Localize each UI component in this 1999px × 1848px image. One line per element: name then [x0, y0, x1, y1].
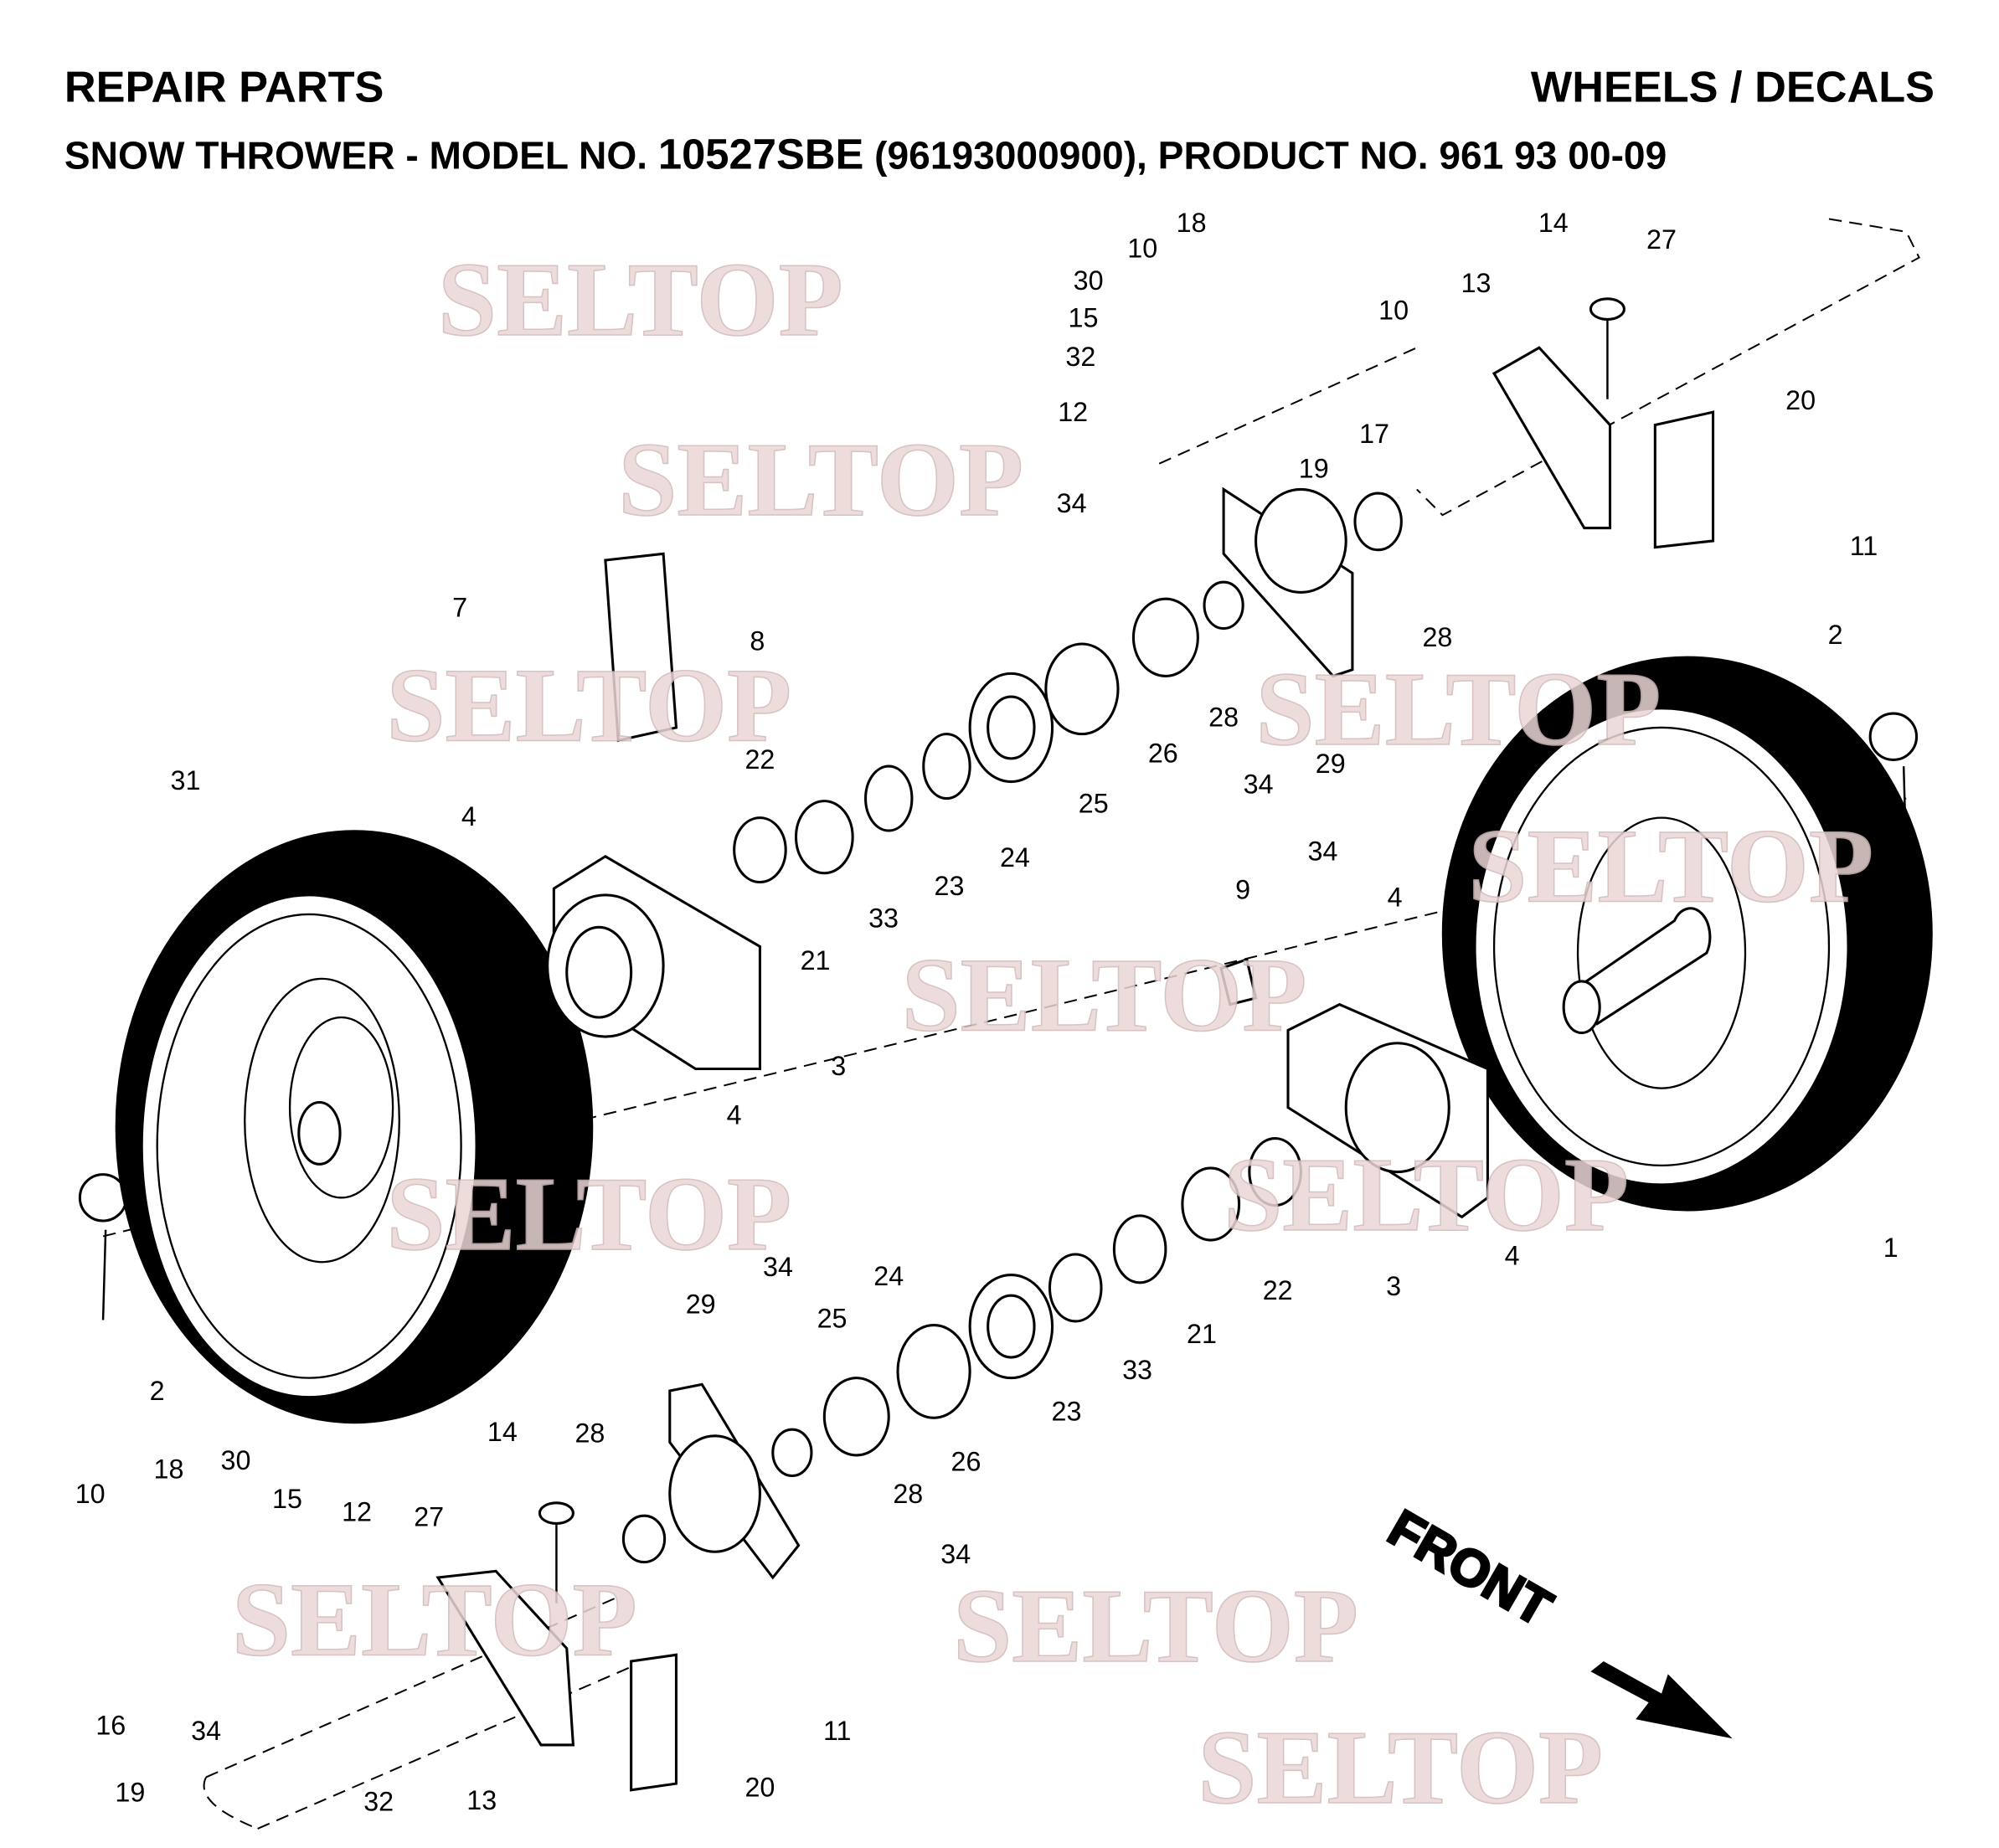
callout-part-31: 31 — [171, 765, 201, 795]
watermark-text: SELTOP — [1256, 651, 1662, 768]
callout-part-4: 4 — [1388, 883, 1403, 913]
callout-part-11: 11 — [1850, 531, 1878, 561]
right-wheel-tire — [1441, 656, 1933, 1212]
hitch-pins — [78, 712, 1919, 1320]
callout-part-18: 18 — [1177, 208, 1207, 238]
callout-part-7: 7 — [452, 593, 467, 623]
callout-part-15: 15 — [1069, 303, 1099, 333]
callout-part-24: 24 — [1000, 842, 1030, 873]
callout-part-12: 12 — [342, 1496, 372, 1526]
callout-part-14: 14 — [487, 1417, 518, 1447]
left-gear-housing — [546, 854, 761, 1071]
watermark-text: SELTOP — [618, 422, 1023, 538]
callout-part-27: 27 — [1646, 224, 1677, 255]
callout-part-13: 13 — [1461, 268, 1492, 298]
callout-part-21: 21 — [1187, 1319, 1217, 1349]
front-label: FRONT — [1378, 1499, 1561, 1638]
callout-part-2: 2 — [1828, 620, 1843, 650]
callout-part-30: 30 — [221, 1445, 251, 1475]
callout-part-34: 34 — [1057, 488, 1087, 518]
left-wheel-tire — [115, 830, 594, 1424]
callout-part-29: 29 — [1316, 749, 1346, 779]
axle-components — [435, 297, 1715, 1792]
callout-part-29: 29 — [686, 1289, 716, 1320]
callout-part-18: 18 — [154, 1454, 184, 1485]
right-gear-housing — [1286, 1002, 1489, 1219]
callout-part-13: 13 — [466, 1785, 497, 1815]
callout-part-34: 34 — [1244, 769, 1274, 799]
model-number: 10527SBE — [658, 130, 863, 178]
callout-part-11: 11 — [823, 1716, 852, 1746]
watermark-text: SELTOP — [953, 1568, 1358, 1685]
callout-part-9: 9 — [1235, 875, 1250, 905]
callout-part-10: 10 — [1378, 295, 1409, 325]
callout-part-28: 28 — [1208, 702, 1239, 732]
callout-part-14: 14 — [1538, 208, 1569, 238]
callout-part-19: 19 — [1299, 454, 1329, 484]
callout-part-26: 26 — [1148, 738, 1178, 768]
callout-part-34: 34 — [940, 1539, 971, 1569]
callout-part-34: 34 — [191, 1716, 221, 1746]
callout-part-1: 1 — [1883, 1233, 1899, 1263]
callout-part-3: 3 — [1386, 1271, 1401, 1301]
callout-part-16: 16 — [95, 1711, 126, 1741]
callout-part-23: 23 — [1052, 1396, 1082, 1426]
callout-part-33: 33 — [868, 903, 899, 933]
callout-part-32: 32 — [1065, 342, 1095, 372]
callout-part-25: 25 — [1079, 788, 1109, 818]
callout-part-24: 24 — [873, 1261, 904, 1291]
callout-part-28: 28 — [1422, 622, 1452, 652]
watermark-text: SELTOP — [1224, 1137, 1629, 1253]
callout-part-12: 12 — [1058, 397, 1088, 427]
callout-part-3: 3 — [831, 1051, 846, 1081]
callout-part-4: 4 — [461, 801, 477, 831]
callout-part-30: 30 — [1074, 265, 1104, 296]
watermark-text: SELTOP — [232, 1562, 637, 1678]
callout-part-17: 17 — [1359, 419, 1389, 449]
subtitle: SNOW THROWER - MODEL NO. 10527SBE (96193… — [64, 130, 1667, 178]
callout-part-27: 27 — [414, 1502, 444, 1532]
watermark-text: SELTOP — [1468, 809, 1873, 925]
callout-part-22: 22 — [744, 744, 775, 775]
callout-part-34: 34 — [1308, 836, 1338, 866]
callout-part-20: 20 — [744, 1772, 775, 1802]
callout-part-28: 28 — [574, 1418, 605, 1449]
callout-part-21: 21 — [801, 945, 831, 975]
callout-part-22: 22 — [1263, 1275, 1293, 1305]
callout-part-32: 32 — [363, 1786, 394, 1816]
callout-part-26: 26 — [951, 1446, 981, 1476]
subtitle-prefix: SNOW THROWER - MODEL NO. — [64, 133, 658, 177]
watermark-text: SELTOP — [386, 647, 791, 764]
watermark-text: SELTOP — [438, 242, 843, 358]
callout-part-8: 8 — [750, 626, 765, 656]
watermark-text: SELTOP — [1198, 1710, 1603, 1826]
callout-part-4: 4 — [727, 1100, 742, 1130]
subtitle-suffix: (96193000900), PRODUCT NO. 961 93 00-09 — [863, 133, 1667, 177]
callout-part-19: 19 — [115, 1778, 145, 1808]
callout-part-10: 10 — [1127, 234, 1157, 264]
watermarks: SELTOP SELTOP SELTOP SELTOP SELTOP SELTOP SELT… — [231, 241, 1874, 1827]
callout-part-34: 34 — [763, 1252, 793, 1282]
callout-part-4: 4 — [1505, 1240, 1520, 1270]
callout-part-25: 25 — [817, 1304, 848, 1334]
callout-part-20: 20 — [1785, 385, 1816, 415]
front-direction-arrow: FRONT — [1378, 1498, 1733, 1739]
watermark-text: SELTOP — [902, 937, 1307, 1053]
watermark-text: SELTOP — [386, 1156, 791, 1273]
callout-part-10: 10 — [75, 1479, 106, 1509]
callout-part-23: 23 — [935, 871, 965, 901]
title-repair-parts: REPAIR PARTS — [64, 64, 384, 112]
title-wheels-decals: WHEELS / DECALS — [1531, 64, 1935, 112]
callout-part-33: 33 — [1122, 1355, 1152, 1385]
callout-part-15: 15 — [272, 1484, 302, 1514]
callout-part-28: 28 — [893, 1479, 923, 1509]
callout-part-2: 2 — [150, 1376, 165, 1406]
